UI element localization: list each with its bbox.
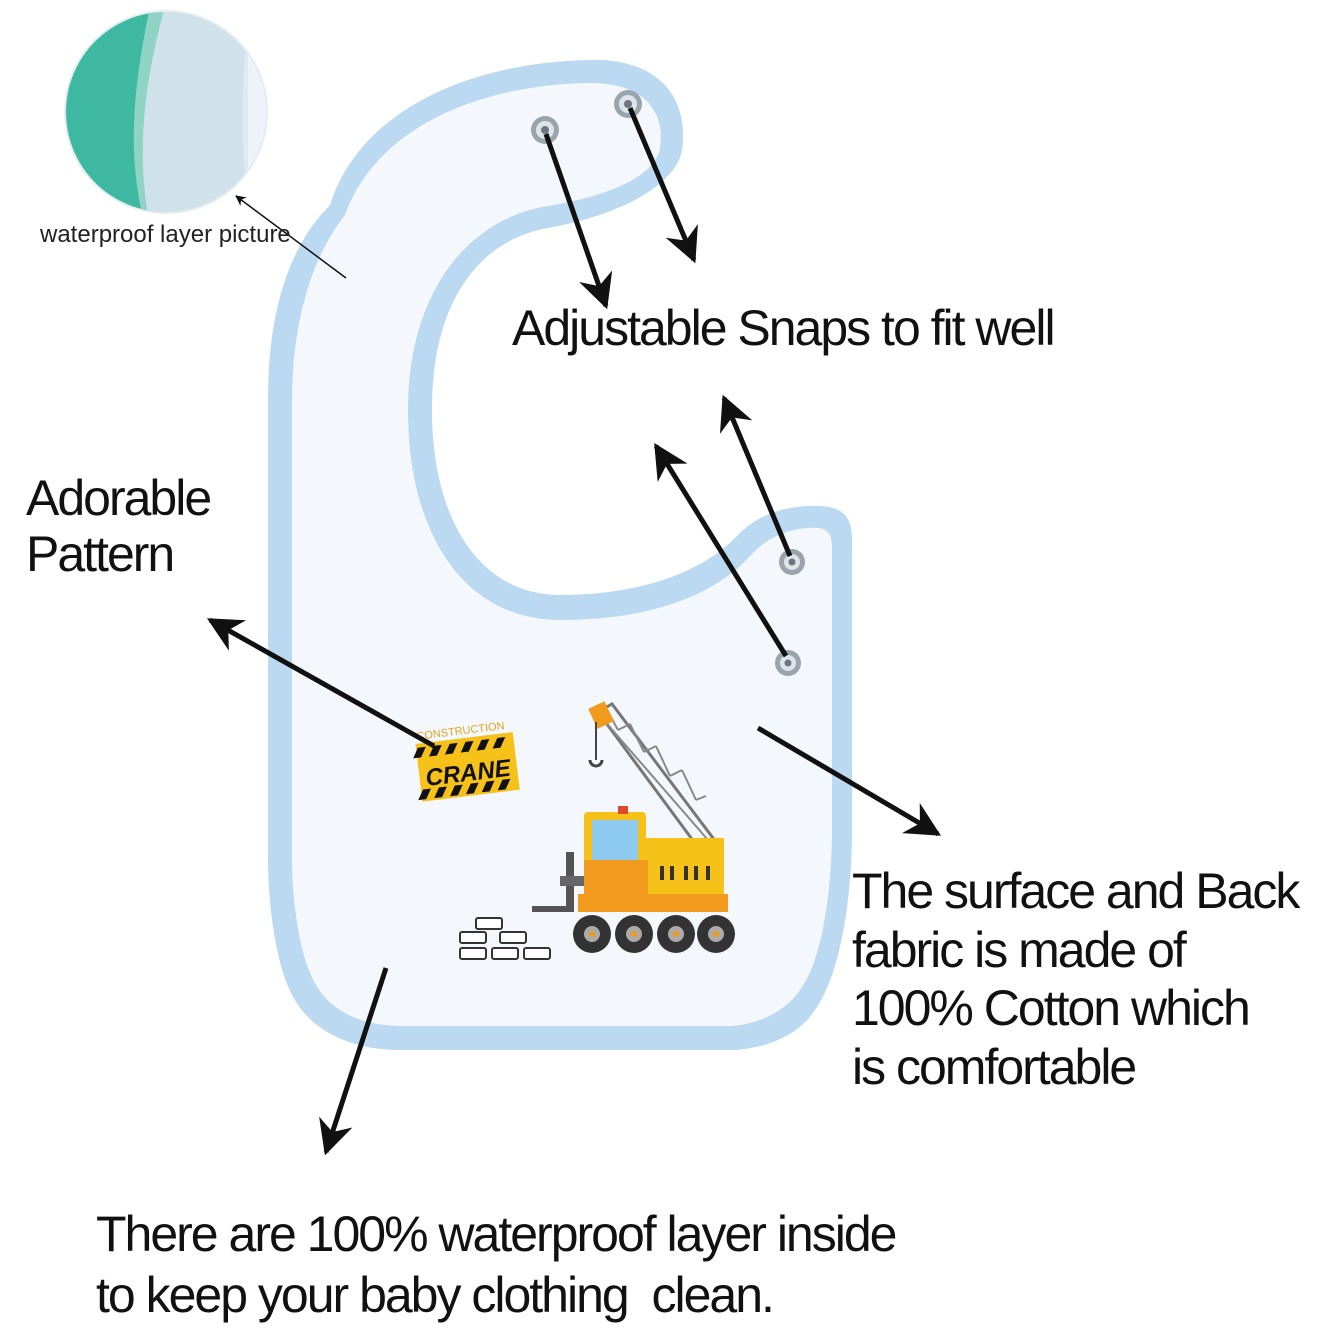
arrow-inset — [235, 195, 347, 279]
callout-cotton-line: fabric is made of — [852, 921, 1187, 978]
waterproof-layer-inset — [64, 10, 268, 214]
crane-sign: CONSTRUCTION CRANE — [413, 720, 520, 802]
inset-caption: waterproof layer picture — [40, 221, 291, 248]
snap-side-lower — [775, 650, 801, 676]
callout-cotton-line: The surface and Back — [852, 863, 1300, 919]
arrow-snap-top-right — [627, 107, 698, 264]
callout-waterproof-line: to keep your baby clothing clean. — [96, 1267, 775, 1323]
callout-snaps: Adjustable Snaps to fit well — [512, 300, 1056, 356]
arrow-waterproof — [319, 967, 389, 1156]
callout-waterproof-line: There are 100% waterproof layer inside — [96, 1206, 897, 1262]
callout-arrows — [206, 107, 942, 1156]
snap-side-upper — [779, 549, 805, 575]
callout-pattern-line: Adorable — [26, 470, 212, 526]
arrow-snap-side-upper — [719, 394, 793, 557]
arrow-cotton — [756, 725, 942, 837]
callout-waterproof: There are 100% waterproof layer inside t… — [96, 1204, 897, 1326]
bricks — [459, 917, 551, 960]
arrow-snap-top-left — [543, 133, 613, 310]
arrow-pattern — [206, 617, 436, 749]
snap-top-right — [614, 90, 642, 118]
callout-pattern-line: Pattern — [26, 526, 175, 582]
callout-cotton-line: 100% Cotton which — [852, 980, 1251, 1036]
crane-truck — [532, 701, 735, 953]
snap-top-left — [531, 116, 559, 144]
callout-cotton-line: is comfortable — [852, 1038, 1137, 1095]
arrow-snap-side-lower — [653, 443, 789, 658]
callout-cotton: The surface and Back fabric is made of 1… — [852, 862, 1300, 1096]
callout-pattern: Adorable Pattern — [26, 470, 212, 582]
